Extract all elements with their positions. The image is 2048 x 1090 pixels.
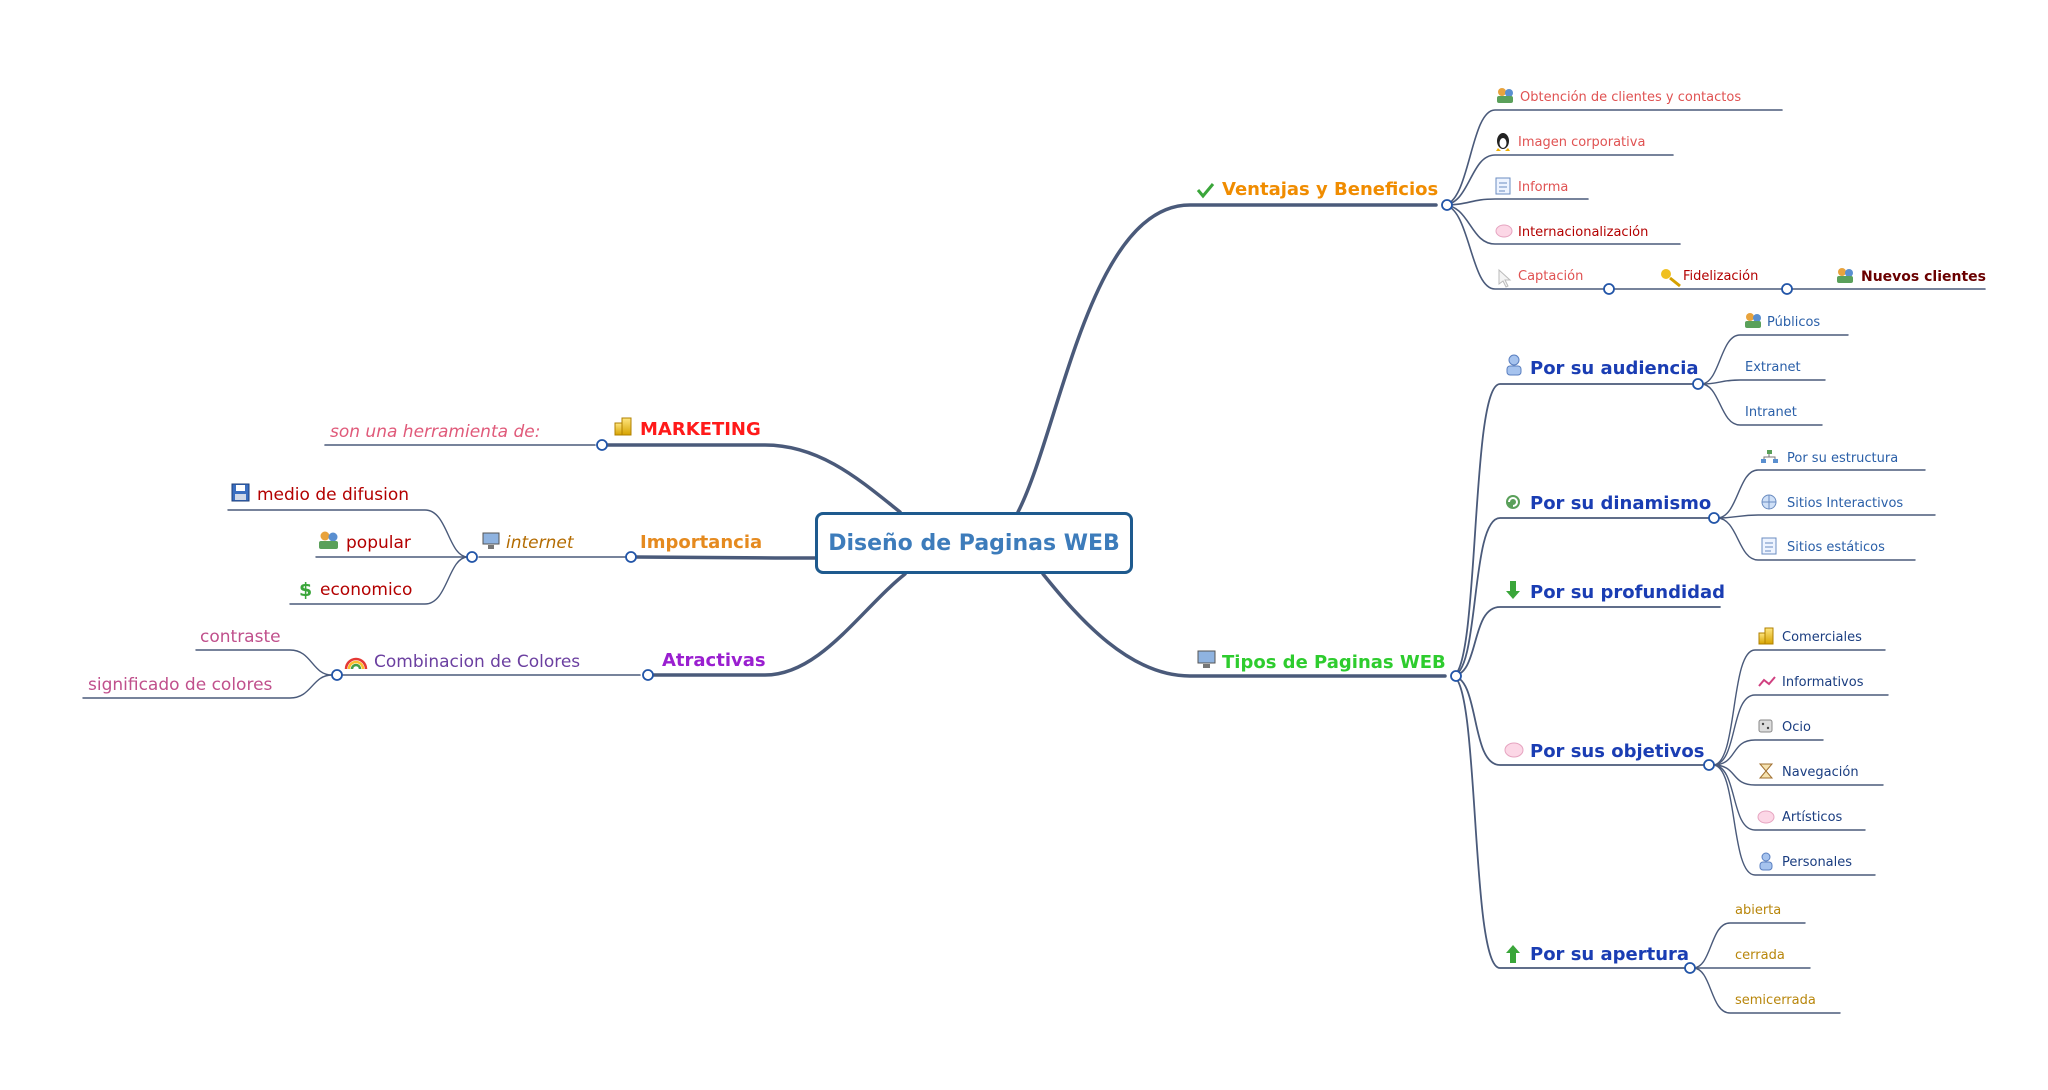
objetivos-item-2[interactable]: Ocio [1782,720,1811,735]
atractivas-branch[interactable]: Atractivas Combinacion de Colores contra… [88,627,766,695]
atractivas-item-1[interactable]: significado de colores [88,675,273,695]
objetivos-item-5[interactable]: Personales [1782,855,1852,870]
dinamismo-item-0[interactable]: Por su estructura [1787,451,1898,466]
people-icon [1837,268,1853,283]
ventajas-item-3[interactable]: Internacionalización [1518,225,1648,240]
key-icon [1661,269,1681,288]
dinamismo-item-2[interactable]: Sitios estáticos [1787,540,1885,555]
ventajas-item-1[interactable]: Imagen corporativa [1518,135,1645,150]
profundidad-label[interactable]: Por su profundidad [1530,582,1725,603]
objetivos-item-3[interactable]: Navegación [1782,765,1859,780]
coins-icon [614,417,632,436]
central-topic-label[interactable]: Diseño de Paginas WEB [828,530,1120,556]
importancia-branch[interactable]: Importancia internet medio de difusion p… [231,483,762,601]
ventajas-item-4[interactable]: Captación [1518,269,1583,284]
marketing-label[interactable]: MARKETING [640,419,761,440]
arrows-icon [1506,495,1520,509]
document-icon [1761,537,1777,555]
importancia-item-2[interactable]: economico [320,580,412,600]
person-icon [1506,354,1522,376]
dollar-icon: $ [299,579,312,601]
floppy-icon [231,483,250,502]
audiencia-item-1[interactable]: Extranet [1745,360,1801,375]
people-icon [1745,313,1761,328]
objetivos-item-0[interactable]: Comerciales [1782,630,1862,645]
hourglass-icon [1758,763,1774,779]
importancia-label[interactable]: Importancia [640,532,762,553]
dice-icon [1758,719,1773,733]
people-icon [1497,88,1513,103]
central-topic[interactable]: Diseño de Paginas WEB [815,512,1133,574]
blob-icon [1495,224,1513,238]
apertura-item-2[interactable]: semicerrada [1735,993,1816,1008]
people-icon [319,531,338,549]
ventajas-item-2[interactable]: Informa [1518,180,1568,195]
objetivos-label[interactable]: Por sus objetivos [1530,741,1704,762]
marketing-child[interactable]: son una herramienta de: [330,422,540,442]
objetivos-item-4[interactable]: Artísticos [1782,810,1843,825]
node-dots [331,199,1793,974]
tipos-label[interactable]: Tipos de Paginas WEB [1222,652,1446,673]
penguin-icon [1496,133,1510,151]
objetivos-item-1[interactable]: Informativos [1782,675,1864,690]
ventajas-branch[interactable]: Ventajas y Beneficios Obtención de clien… [1196,88,1986,288]
atractivas-item-0[interactable]: contraste [200,627,281,647]
combinacion-label[interactable]: Combinacion de Colores [374,652,580,672]
audiencia-label[interactable]: Por su audiencia [1530,358,1699,379]
ventajas-item-0[interactable]: Obtención de clientes y contactos [1520,90,1741,105]
dinamismo-label[interactable]: Por su dinamismo [1530,493,1711,514]
rainbow-icon [344,657,368,670]
arrow-down-icon [1506,581,1520,599]
internet-label[interactable]: internet [506,533,575,553]
person-icon [1759,852,1773,871]
audiencia-item-2[interactable]: Intranet [1745,405,1797,420]
chart-icon [1758,676,1776,687]
fidelizacion-label[interactable]: Fidelización [1683,269,1758,284]
dinamismo-item-1[interactable]: Sitios Interactivos [1787,496,1903,511]
nuevos-clientes-label[interactable]: Nuevos clientes [1861,269,1986,285]
blob-icon [1757,810,1775,824]
apertura-item-0[interactable]: abierta [1735,903,1781,918]
globe-icon [1761,494,1777,510]
blob-icon [1504,742,1524,758]
coins-icon [1758,627,1774,645]
atractivas-label[interactable]: Atractivas [662,650,766,671]
document-icon [1495,177,1511,195]
monitor-icon [1197,650,1216,668]
audiencia-item-0[interactable]: Públicos [1767,315,1820,330]
apertura-label[interactable]: Por su apertura [1530,944,1689,965]
arrow-up-icon [1506,945,1520,963]
check-icon [1196,183,1215,199]
tree-icon [1761,450,1778,463]
monitor-icon [482,532,500,549]
apertura-item-1[interactable]: cerrada [1735,948,1785,963]
importancia-item-1[interactable]: popular [346,533,411,553]
cursor-icon [1498,268,1512,288]
tipos-branch[interactable]: Tipos de Paginas WEB Por su audiencia Pú… [1197,313,1903,1008]
importancia-item-0[interactable]: medio de difusion [257,485,409,505]
marketing-branch[interactable]: MARKETING son una herramienta de: [330,417,761,442]
ventajas-label[interactable]: Ventajas y Beneficios [1222,179,1438,200]
connectors [82,109,1986,1014]
